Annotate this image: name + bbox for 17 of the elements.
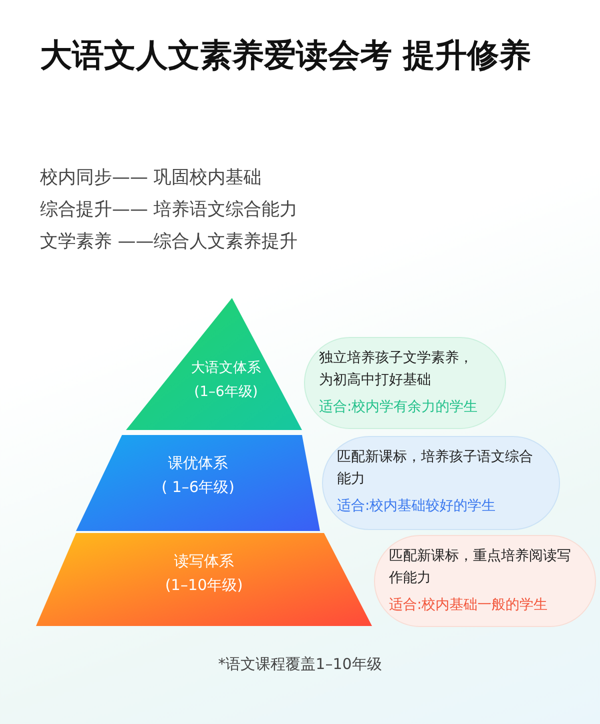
description-text: 匹配新课标，重点培养阅读写作能力 xyxy=(389,547,571,588)
tier-title: 读写体系 xyxy=(173,552,235,571)
description-text: 独立培养孩子文学素养，为初高中打好基础 xyxy=(319,349,474,390)
footnote-text: *语文课程覆盖1–10年级 xyxy=(217,655,383,674)
tier-title: 课优体系 xyxy=(167,454,229,473)
tagline-text: 校内同步—— 巩固校内基础 xyxy=(40,166,262,189)
audience-text: 适合:校内基础较好的学生 xyxy=(337,497,496,515)
page-title: 大语文人文素养爱读会考 提升修养 xyxy=(40,35,532,76)
tier-title: 大语文体系 xyxy=(190,359,262,377)
description-text: 匹配新课标，培养孩子语文综合能力 xyxy=(337,448,534,489)
tagline-text: 文学素养 ——综合人文素养提升 xyxy=(40,230,298,253)
tagline-text: 综合提升—— 培养语文综合能力 xyxy=(40,198,298,221)
grade-range: ( 1–6年级) xyxy=(160,478,236,497)
grade-range: (1–6年级) xyxy=(193,383,259,401)
grade-range: (1–10年级) xyxy=(164,576,244,595)
audience-text: 适合:校内学有余力的学生 xyxy=(319,398,478,416)
audience-text: 适合:校内基础一般的学生 xyxy=(389,596,548,614)
